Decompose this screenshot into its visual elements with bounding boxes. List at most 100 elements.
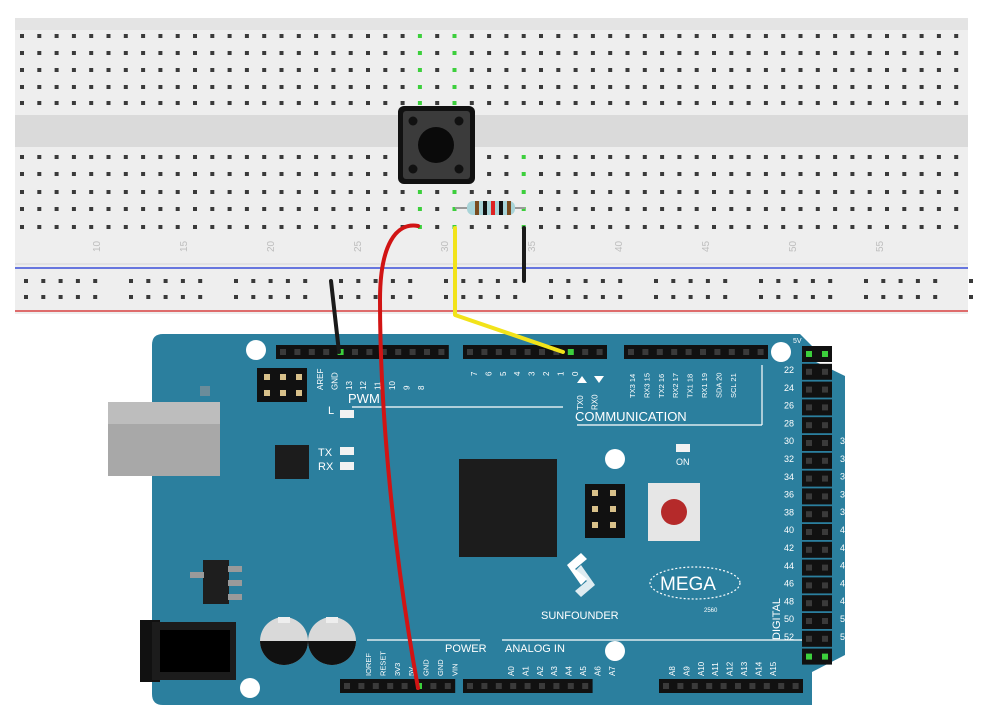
breadboard-hole[interactable] xyxy=(435,225,440,229)
breadboard-hole[interactable] xyxy=(400,51,405,55)
breadboard-hole[interactable] xyxy=(366,172,370,176)
breadboard-hole[interactable] xyxy=(815,34,820,38)
header-pin[interactable] xyxy=(539,349,545,355)
rail-hole[interactable] xyxy=(549,279,553,283)
breadboard-hole[interactable] xyxy=(123,155,128,159)
breadboard-hole[interactable] xyxy=(193,51,197,55)
breadboard-hole[interactable] xyxy=(193,155,197,159)
breadboard-hole[interactable] xyxy=(729,85,734,89)
breadboard-hole[interactable] xyxy=(556,68,561,72)
breadboard-hole[interactable] xyxy=(417,190,422,194)
breadboard-hole[interactable] xyxy=(417,34,422,38)
breadboard-hole[interactable] xyxy=(746,51,751,55)
breadboard-hole[interactable] xyxy=(902,101,907,105)
rail-hole[interactable] xyxy=(881,295,886,299)
breadboard-hole[interactable] xyxy=(833,85,838,89)
breadboard-hole[interactable] xyxy=(106,190,111,194)
rail-hole[interactable] xyxy=(461,295,466,299)
breadboard-hole[interactable] xyxy=(452,85,457,89)
breadboard-hole[interactable] xyxy=(660,207,665,211)
breadboard-hole[interactable] xyxy=(815,68,820,72)
header-pin[interactable] xyxy=(524,683,531,689)
breadboard-hole[interactable] xyxy=(885,68,889,72)
breadboard-hole[interactable] xyxy=(331,68,336,72)
breadboard-hole[interactable] xyxy=(487,85,492,89)
rail-hole[interactable] xyxy=(864,295,868,299)
breadboard-hole[interactable] xyxy=(193,207,197,211)
header-pin[interactable] xyxy=(677,683,684,689)
breadboard-hole[interactable] xyxy=(919,68,924,72)
breadboard-hole[interactable] xyxy=(262,68,267,72)
breadboard-hole[interactable] xyxy=(383,155,388,159)
breadboard-hole[interactable] xyxy=(608,190,613,194)
breadboard-hole[interactable] xyxy=(210,34,215,38)
breadboard-hole[interactable] xyxy=(608,207,613,211)
breadboard-hole[interactable] xyxy=(331,225,336,229)
breadboard-hole[interactable] xyxy=(694,68,699,72)
push-button[interactable] xyxy=(398,106,475,184)
breadboard-hole[interactable] xyxy=(279,85,284,89)
breadboard-hole[interactable] xyxy=(556,172,561,176)
header-pin[interactable] xyxy=(308,349,315,355)
rail-hole[interactable] xyxy=(24,295,28,299)
breadboard-hole[interactable] xyxy=(781,225,786,229)
breadboard-hole[interactable] xyxy=(590,68,595,72)
breadboard-hole[interactable] xyxy=(902,155,907,159)
breadboard-hole[interactable] xyxy=(106,34,111,38)
breadboard-hole[interactable] xyxy=(262,51,267,55)
header-pin[interactable] xyxy=(409,349,416,355)
breadboard-hole[interactable] xyxy=(106,68,111,72)
breadboard-hole[interactable] xyxy=(469,68,474,72)
breadboard-hole[interactable] xyxy=(348,51,353,55)
breadboard-hole[interactable] xyxy=(625,68,630,72)
breadboard-hole[interactable] xyxy=(625,85,630,89)
header-pin[interactable] xyxy=(567,683,574,689)
breadboard-hole[interactable] xyxy=(798,207,803,211)
breadboard-hole[interactable] xyxy=(504,51,509,55)
breadboard-hole[interactable] xyxy=(244,34,249,38)
rail-hole[interactable] xyxy=(915,295,920,299)
breadboard-hole[interactable] xyxy=(175,85,180,89)
breadboard-hole[interactable] xyxy=(885,51,889,55)
breadboard-hole[interactable] xyxy=(590,51,595,55)
header-pin[interactable] xyxy=(822,511,828,518)
header-pin[interactable] xyxy=(763,683,770,689)
breadboard-hole[interactable] xyxy=(348,155,353,159)
breadboard-hole[interactable] xyxy=(158,85,163,89)
breadboard-hole[interactable] xyxy=(71,207,76,211)
header-pin[interactable] xyxy=(822,440,828,446)
breadboard-hole[interactable] xyxy=(573,85,578,89)
breadboard-hole[interactable] xyxy=(54,172,59,176)
rail-hole[interactable] xyxy=(688,295,693,299)
breadboard-hole[interactable] xyxy=(20,225,24,229)
breadboard-hole[interactable] xyxy=(296,172,301,176)
breadboard-hole[interactable] xyxy=(71,155,76,159)
breadboard-hole[interactable] xyxy=(314,225,319,229)
header-pin[interactable] xyxy=(806,529,812,535)
header-pin[interactable] xyxy=(401,683,408,689)
breadboard-hole[interactable] xyxy=(348,190,353,194)
breadboard-hole[interactable] xyxy=(763,190,768,194)
breadboard-hole[interactable] xyxy=(729,190,734,194)
breadboard-hole[interactable] xyxy=(123,51,128,55)
header-pin[interactable] xyxy=(806,511,812,518)
breadboard-hole[interactable] xyxy=(123,225,128,229)
header-pin[interactable] xyxy=(671,349,678,355)
breadboard-hole[interactable] xyxy=(504,101,509,105)
breadboard-hole[interactable] xyxy=(885,225,889,229)
breadboard-hole[interactable] xyxy=(539,225,543,229)
header-pin[interactable] xyxy=(596,349,603,355)
breadboard-hole[interactable] xyxy=(660,101,665,105)
breadboard-hole[interactable] xyxy=(452,190,457,194)
breadboard-hole[interactable] xyxy=(348,172,353,176)
breadboard-hole[interactable] xyxy=(158,68,163,72)
rail-hole[interactable] xyxy=(566,295,571,299)
breadboard-hole[interactable] xyxy=(331,172,336,176)
rail-hole[interactable] xyxy=(549,295,553,299)
breadboard-hole[interactable] xyxy=(175,155,180,159)
header-pin[interactable] xyxy=(628,349,634,355)
rail-hole[interactable] xyxy=(41,279,46,283)
rail-hole[interactable] xyxy=(373,295,378,299)
breadboard-hole[interactable] xyxy=(746,101,751,105)
header-pin[interactable] xyxy=(706,683,713,689)
